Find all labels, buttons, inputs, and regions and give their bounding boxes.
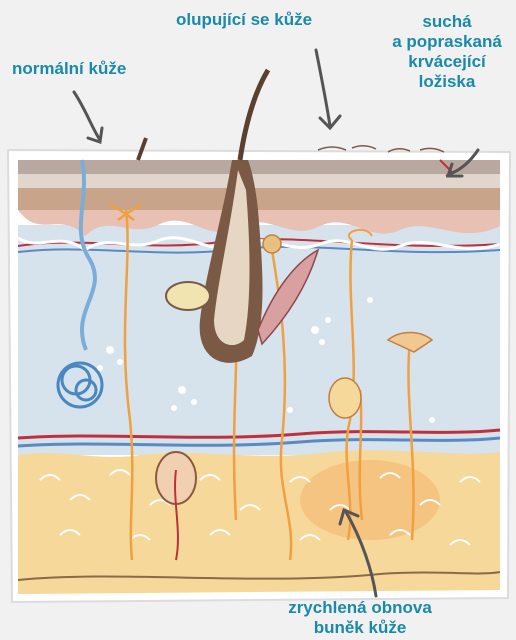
- label-peeling-skin: olupující se kůže: [176, 10, 312, 30]
- label-dry-cracked-line3: krvácející: [386, 52, 508, 72]
- epidermis-layer: [18, 188, 500, 210]
- label-dry-cracked-line4: ložiska: [386, 72, 508, 92]
- label-renewal-line2: buněk kůže: [252, 618, 468, 638]
- hair-shaft: [240, 70, 268, 160]
- label-normal-skin: normální kůže: [12, 59, 126, 79]
- label-renewal-line1: zrychlená obnova: [252, 598, 468, 618]
- label-renewal: zrychlená obnova buněk kůže: [252, 598, 468, 638]
- label-dry-cracked-line1: suchá: [386, 12, 508, 32]
- fat-highlight: [300, 460, 440, 540]
- arrow-normal-skin: [74, 92, 102, 142]
- stratum-band: [18, 174, 500, 188]
- arrow-peeling: [316, 50, 340, 128]
- receptor-bulb: [329, 378, 361, 418]
- receptor-ball: [263, 235, 281, 253]
- label-dry-cracked: suchá a popraskaná krvácející ložiska: [386, 12, 508, 92]
- stratum-top: [18, 160, 500, 174]
- sebaceous-gland: [166, 282, 210, 310]
- label-dry-cracked-line2: a popraskaná: [386, 32, 508, 52]
